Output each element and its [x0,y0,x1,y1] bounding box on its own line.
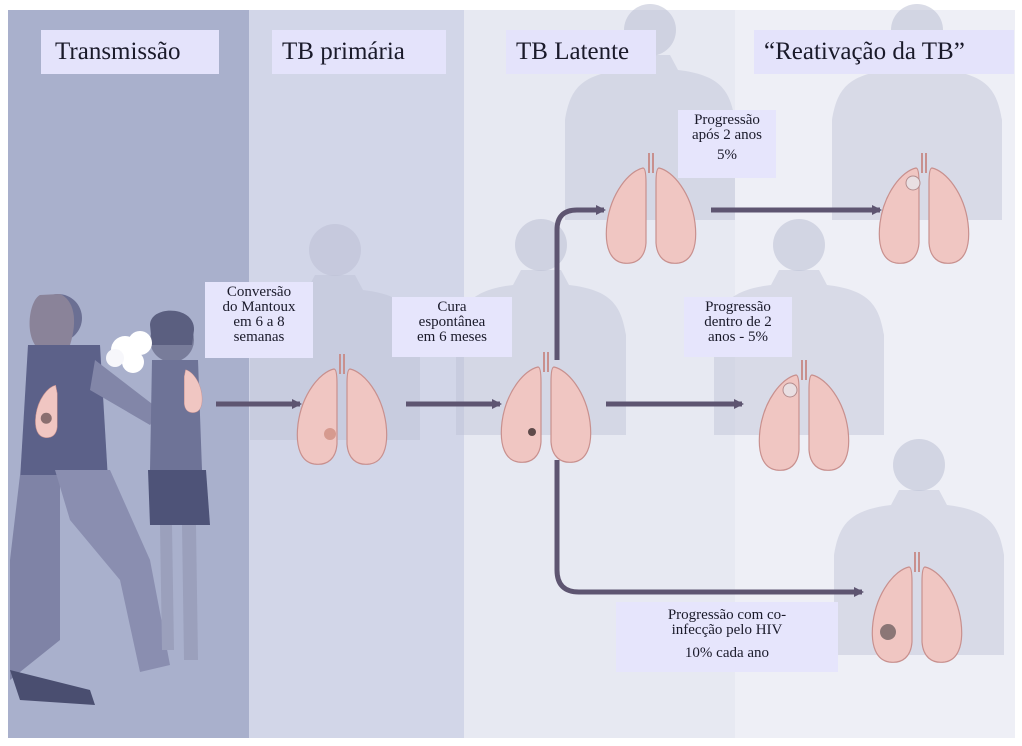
label-conversion-line3: em 6 a 8 [209,315,309,330]
label-within2-line1: Progressão [688,300,788,315]
label-cure: Cura espontânea em 6 meses [392,297,512,357]
label-hiv-line2: infecção pelo HIV [620,623,834,638]
cavity-within2 [783,383,797,397]
label-hiv-line3: 10% cada ano [620,646,834,661]
label-conversion: Conversão do Mantoux em 6 a 8 semanas [205,282,313,358]
label-hiv: Progressão com co- infecção pelo HIV 10%… [616,602,838,672]
silhouette-hiv [834,439,1004,655]
label-hiv-line1: Progressão com co- [620,608,834,623]
header-transmission: Transmissão [41,30,219,74]
lesion-primary [324,428,336,440]
arrow-latent-to-hiv [557,460,862,592]
header-latent: TB Latente [506,30,656,74]
label-after2: Progressão após 2 anos 5% [678,110,776,178]
label-conversion-line4: semanas [209,330,309,345]
label-within2-line3: anos - 5% [688,330,788,345]
cough-cloud [106,331,152,373]
label-conversion-line1: Conversão [209,285,309,300]
label-within2-line2: dentro de 2 [688,315,788,330]
label-cure-line2: espontânea [396,315,508,330]
label-within2: Progressão dentro de 2 anos - 5% [684,297,792,357]
header-primary: TB primária [272,30,446,74]
cavity-reactivation-top [906,176,920,190]
lesion-hiv [880,624,896,640]
mother-figure [10,294,170,705]
header-reactivation: “Reativação da TB” [754,30,1014,74]
label-conversion-line2: do Mantoux [209,300,309,315]
label-cure-line1: Cura [396,300,508,315]
lesion-latent [528,428,536,436]
label-after2-line3: 5% [682,148,772,163]
label-after2-line1: Progressão [682,113,772,128]
label-after2-line2: após 2 anos [682,128,772,143]
label-cure-line3: em 6 meses [396,330,508,345]
